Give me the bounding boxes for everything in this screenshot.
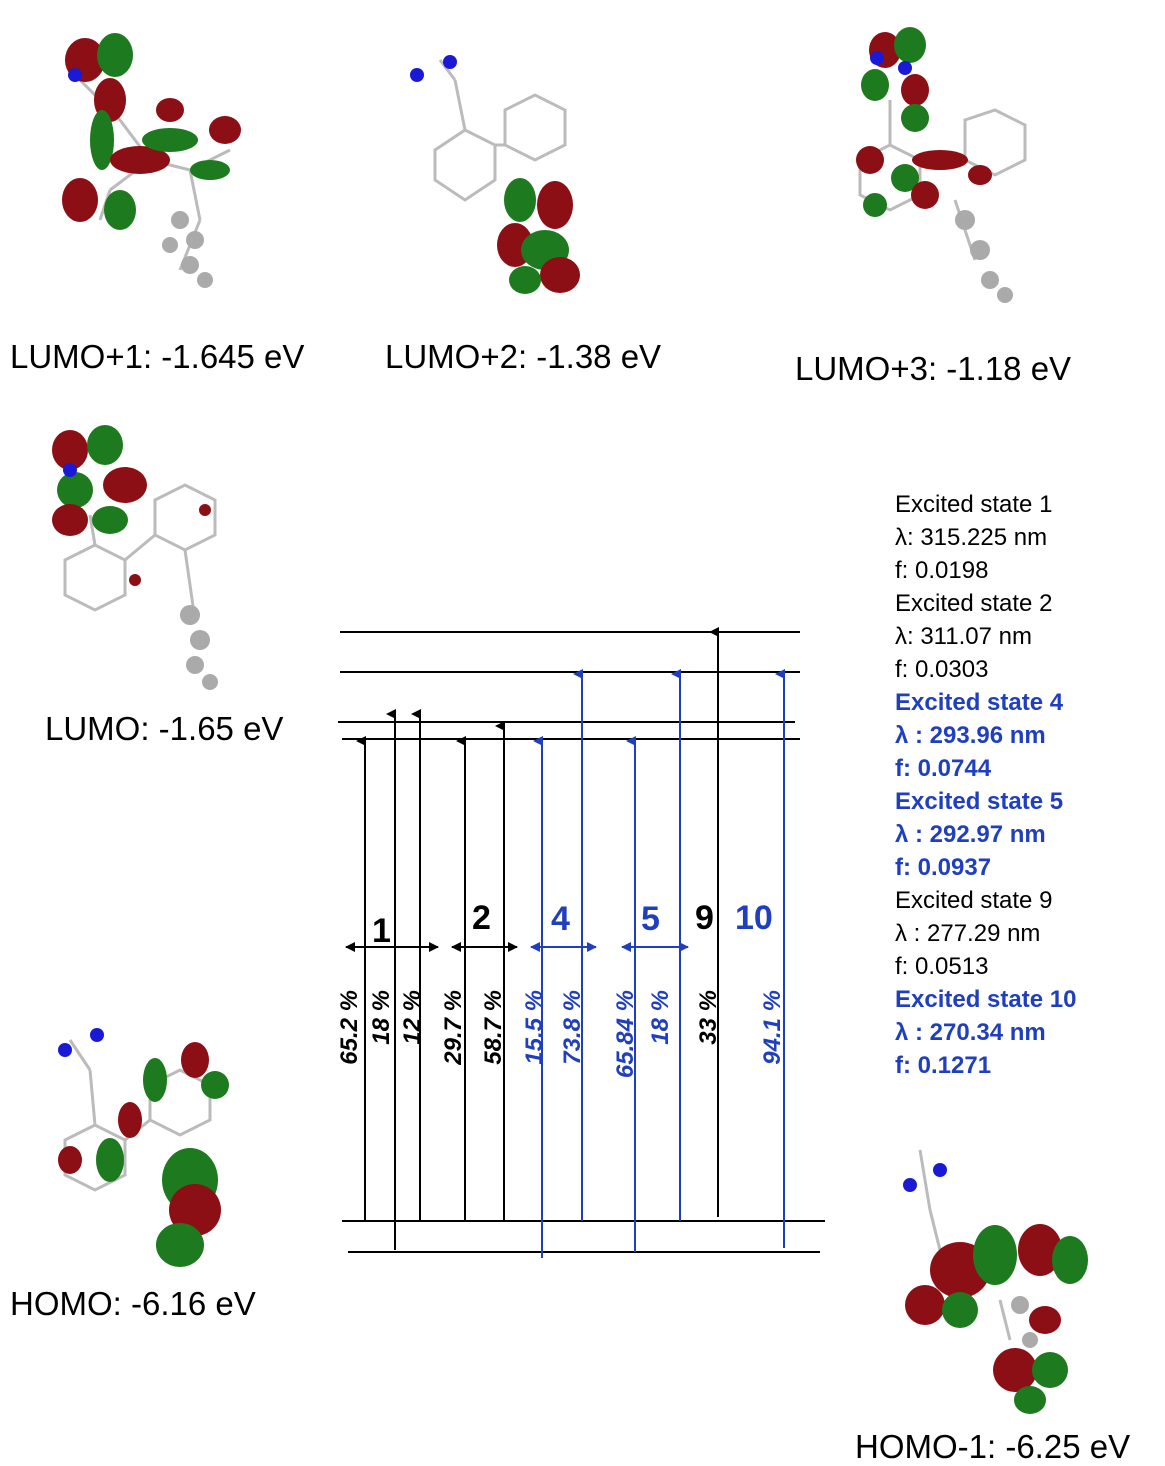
excited-state-4-title: Excited state 4 <box>895 689 1064 716</box>
group-number-5: 5 <box>641 900 660 938</box>
percent-label: 58.7 % <box>480 990 507 1065</box>
excited-state-9-title: Excited state 9 <box>895 887 1053 914</box>
excited-state-10-lambda: λ : 270.34 nm <box>895 1019 1046 1046</box>
group-number-2: 2 <box>472 899 491 937</box>
group-number-10: 10 <box>735 899 773 937</box>
homo-minus1-molecule <box>903 1149 1088 1414</box>
percent-label: 73.8 % <box>559 990 586 1065</box>
percent-label: 94.1 % <box>759 990 786 1065</box>
excited-state-1-title: Excited state 1 <box>895 491 1053 518</box>
group-number-9: 9 <box>695 899 714 937</box>
homo-label: HOMO: -6.16 eV <box>10 1285 256 1322</box>
percent-label: 18 % <box>647 990 674 1045</box>
excited-state-2-f: f: 0.0303 <box>895 656 989 683</box>
lumo-plus1-molecule <box>62 33 241 288</box>
group-number-4: 4 <box>551 900 570 938</box>
lumo-plus2-molecule <box>410 55 580 294</box>
percent-label: 15.5 % <box>521 990 548 1065</box>
excited-state-9-f: f: 0.0513 <box>895 953 989 980</box>
lumo-molecule <box>52 425 218 690</box>
excited-states-panel: Excited state 1 λ: 315.225 nm f: 0.0198 … <box>895 488 1160 1082</box>
excited-state-2-title: Excited state 2 <box>895 590 1053 617</box>
excited-state-4-f: f: 0.0744 <box>895 755 992 782</box>
excited-state-5-lambda: λ : 292.97 nm <box>895 821 1046 848</box>
excited-state-9-lambda: λ : 277.29 nm <box>895 920 1041 947</box>
excited-state-4-lambda: λ : 293.96 nm <box>895 722 1046 749</box>
lumo-plus3-label: LUMO+3: -1.18 eV <box>795 350 1072 387</box>
lumo-plus1-label: LUMO+1: -1.645 eV <box>10 338 305 375</box>
excited-state-1-lambda: λ: 315.225 nm <box>895 524 1048 551</box>
percent-label: 18 % <box>368 990 395 1045</box>
excited-state-2-lambda: λ: 311.07 nm <box>895 623 1032 650</box>
percent-label: 65.84 % <box>612 990 639 1078</box>
excited-state-10-title: Excited state 10 <box>895 986 1077 1013</box>
percent-label: 33 % <box>695 990 722 1045</box>
lumo-plus3-molecule <box>856 27 1027 303</box>
percent-label: 29.7 % <box>440 990 467 1066</box>
homo-molecule <box>58 1028 229 1267</box>
lumo-plus2-label: LUMO+2: -1.38 eV <box>385 338 662 375</box>
excited-state-5-f: f: 0.0937 <box>895 854 992 881</box>
percent-label: 65.2 % <box>336 990 363 1065</box>
excited-state-1-f: f: 0.0198 <box>895 557 989 584</box>
percent-label: 12 % <box>399 990 426 1045</box>
group-number-1: 1 <box>372 912 391 950</box>
excited-state-10-f: f: 0.1271 <box>895 1052 992 1079</box>
excited-state-5-title: Excited state 5 <box>895 788 1064 815</box>
homo-minus1-label: HOMO-1: -6.25 eV <box>855 1428 1131 1465</box>
lumo-label: LUMO: -1.65 eV <box>45 710 284 747</box>
